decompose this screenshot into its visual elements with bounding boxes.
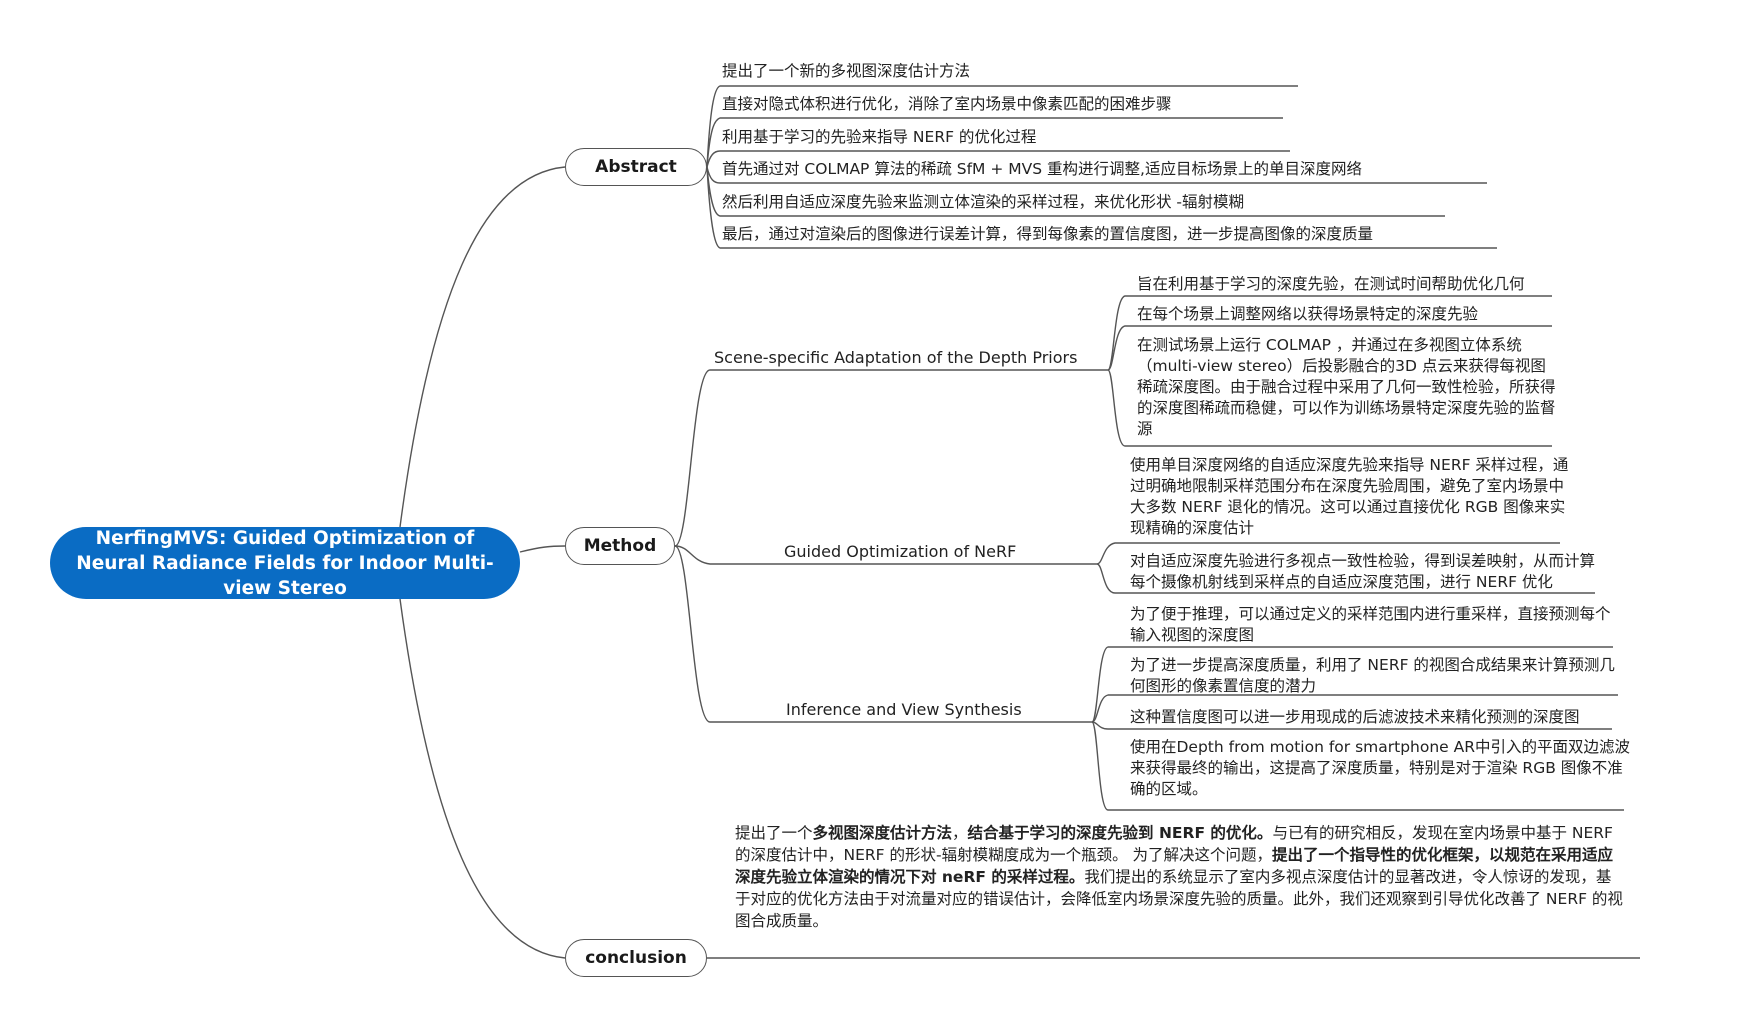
method-leaf[interactable]: 旨在利用基于学习的深度先验，在测试时间帮助优化几何 (1137, 275, 1525, 293)
method-leaf[interactable]: 为了便于推理，可以通过定义的采样范围内进行重采样，直接预测每个输入视图的深度图 (1130, 605, 1611, 644)
abstract-item[interactable]: 然后利用自适应深度先验来监测立体渲染的采样过程，来优化形状 -辐射模糊 (722, 193, 1245, 211)
conclusion-segment: 提出了一个 (735, 824, 813, 842)
link-root-abstract (399, 166, 566, 528)
method-leaf[interactable]: 使用在Depth from motion for smartphone AR中引… (1130, 738, 1631, 798)
conclusion-bold-segment: 多视图深度估计方法 (812, 824, 953, 842)
method-leaf[interactable]: 这种置信度图可以进一步用现成的后滤波技术来精化预测的深度图 (1130, 708, 1580, 726)
conclusion-bold-segment: 结合基于学习的深度先验到 NERF 的优化。 (967, 824, 1273, 842)
branch-abstract[interactable]: Abstract (565, 148, 707, 186)
branch-conclusion-label: conclusion (585, 948, 687, 968)
method-sub-guided-optimization[interactable]: Guided Optimization of NeRF (784, 542, 1017, 561)
root-node[interactable]: NerfingMVS: Guided Optimization of Neura… (50, 527, 520, 599)
method-sub-inference[interactable]: Inference and View Synthesis (786, 700, 1022, 719)
method-leaf[interactable]: 使用单目深度网络的自适应深度先验来指导 NERF 采样过程，通过明确地限制采样范… (1130, 456, 1569, 537)
abstract-item[interactable]: 最后，通过对渲染后的图像进行误差计算，得到每像素的置信度图，进一步提高图像的深度… (722, 225, 1374, 243)
branch-abstract-label: Abstract (595, 157, 677, 177)
branch-method[interactable]: Method (565, 527, 675, 565)
root-title: NerfingMVS: Guided Optimization of Neura… (76, 527, 494, 599)
link-root-conclusion (399, 598, 566, 959)
branch-conclusion[interactable]: conclusion (565, 939, 707, 977)
conclusion-text: 提出了一个多视图深度估计方法，结合基于学习的深度先验到 NERF 的优化。与已有… (735, 822, 1623, 932)
abstract-item[interactable]: 直接对隐式体积进行优化，消除了室内场景中像素匹配的困难步骤 (722, 95, 1172, 113)
abstract-item[interactable]: 利用基于学习的先验来指导 NERF 的优化过程 (722, 128, 1037, 146)
method-leaf[interactable]: 对自适应深度先验进行多视点一致性检验，得到误差映射，从而计算每个摄像机射线到采样… (1130, 552, 1596, 591)
conclusion-segment: 与已有的研究相反，发现在室内场景中基于 NERF 的深度估计中，NERF 的形状… (735, 824, 1613, 864)
method-sub-scene-adaptation[interactable]: Scene-specific Adaptation of the Depth P… (714, 348, 1078, 367)
method-leaf[interactable]: 在测试场景上运行 COLMAP ，并通过在多视图立体系统（multi-view … (1137, 336, 1556, 438)
link-root-method (519, 545, 566, 553)
method-leaf[interactable]: 为了进一步提高深度质量，利用了 NERF 的视图合成结果来计算预测几何图形的像素… (1130, 656, 1615, 695)
conclusion-bold-segment: 提出了一个指导性的优化框架，以规范在采用适应深度先验立体渲染的情况下对 neRF… (735, 846, 1614, 886)
branch-method-label: Method (583, 536, 657, 556)
abstract-item[interactable]: 提出了一个新的多视图深度估计方法 (722, 62, 971, 80)
abstract-item[interactable]: 首先通过对 COLMAP 算法的稀疏 SfM + MVS 重构进行调整,适应目标… (722, 160, 1362, 178)
method-leaf[interactable]: 在每个场景上调整网络以获得场景特定的深度先验 (1137, 305, 1479, 323)
conclusion-segment: ， (952, 824, 968, 842)
conclusion-segment: 我们提出的系统显示了室内多视点深度估计的显著改进，令人惊讶的发现，基于对应的优化… (735, 868, 1623, 930)
